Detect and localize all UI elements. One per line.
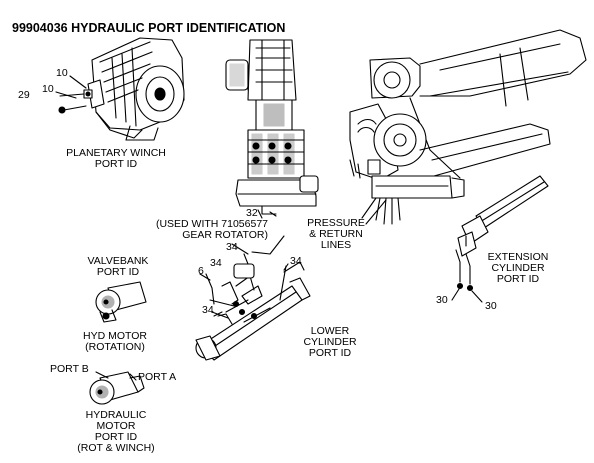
callout-10-upper: 10: [56, 67, 68, 79]
hyd-motor-caption: HYD MOTOR (ROTATION): [70, 331, 160, 353]
valvebank-caption: VALVEBANK PORT ID: [78, 256, 158, 278]
hydraulic-motor-caption-line-1: HYDRAULIC: [85, 409, 147, 421]
hydraulic-motor-caption-line-2: MOTOR: [96, 420, 136, 432]
callout-34-upper: 34: [226, 241, 238, 253]
pressure-return-caption-line-3: LINES: [320, 239, 352, 251]
port-b-label: PORT B: [50, 363, 89, 375]
pressure-return-caption: PRESSURE & RETURN LINES: [296, 218, 376, 251]
page-title: 99904036 HYDRAULIC PORT IDENTIFICATION: [12, 21, 286, 35]
hydraulic-motor-caption-line-4: (ROT & WINCH): [77, 442, 155, 454]
valvebank-stack-drawing: [225, 39, 319, 219]
valvebank-caption-line-2: PORT ID: [96, 266, 140, 278]
valvebank-caption-line-1: VALVEBANK: [87, 255, 149, 267]
callout-30-right: 30: [485, 300, 497, 312]
gear-rotator-caption-line-2: GEAR ROTATOR): [182, 229, 268, 241]
callout-32: 32: [246, 207, 258, 219]
lower-cylinder-caption-line-3: PORT ID: [308, 347, 352, 359]
lower-cylinder-drawing: [195, 235, 311, 361]
pressure-return-leaders: [361, 197, 387, 225]
gear-rotator-caption-line-1: (USED WITH 71056577: [155, 218, 268, 230]
planetary-winch-caption-line-1: PLANETARY WINCH: [66, 147, 166, 159]
lower-cylinder-caption: LOWER CYLINDER PORT ID: [290, 326, 370, 359]
hyd-motor-caption-line-1: HYD MOTOR: [83, 330, 147, 342]
boom-assembly-drawing: [349, 29, 587, 225]
planetary-winch-caption-line-2: PORT ID: [94, 158, 138, 170]
callout-34-right: 34: [290, 255, 302, 267]
callout-34-left: 34: [210, 257, 222, 269]
extension-cylinder-caption-line-1: EXTENSION: [487, 251, 549, 263]
extension-cylinder-caption: EXTENSION CYLINDER PORT ID: [476, 252, 560, 285]
hyd-motor-rotation-drawing: [95, 281, 147, 323]
extension-cylinder-caption-line-2: CYLINDER: [491, 262, 545, 274]
callout-34-lower: 34: [202, 304, 214, 316]
callout-10-lower: 10: [42, 83, 54, 95]
hydraulic-motor-caption: HYDRAULIC MOTOR PORT ID (ROT & WINCH): [64, 410, 168, 454]
hyd-motor-caption-line-2: (ROTATION): [85, 341, 145, 353]
callout-30-left: 30: [436, 294, 448, 306]
callout-leaders: [55, 75, 289, 317]
planetary-winch-caption: PLANETARY WINCH PORT ID: [56, 148, 176, 170]
callout-29: 29: [18, 89, 30, 101]
hydraulic-motor-rot-winch-drawing: [89, 371, 145, 405]
gear-rotator-caption: (USED WITH 71056577 GEAR ROTATOR): [118, 219, 268, 241]
pressure-return-caption-line-1: PRESSURE: [307, 217, 365, 229]
hydraulic-motor-caption-line-3: PORT ID: [94, 431, 138, 443]
planetary-winch-drawing: [58, 37, 185, 141]
callout-6: 6: [198, 265, 204, 277]
lower-cylinder-caption-line-2: CYLINDER: [303, 336, 357, 348]
extension-cylinder-drawing: [451, 175, 549, 303]
pressure-return-caption-line-2: & RETURN: [309, 228, 363, 240]
extension-cylinder-caption-line-3: PORT ID: [496, 273, 540, 285]
lower-cylinder-caption-line-1: LOWER: [310, 325, 350, 337]
port-a-label: PORT A: [138, 371, 177, 383]
